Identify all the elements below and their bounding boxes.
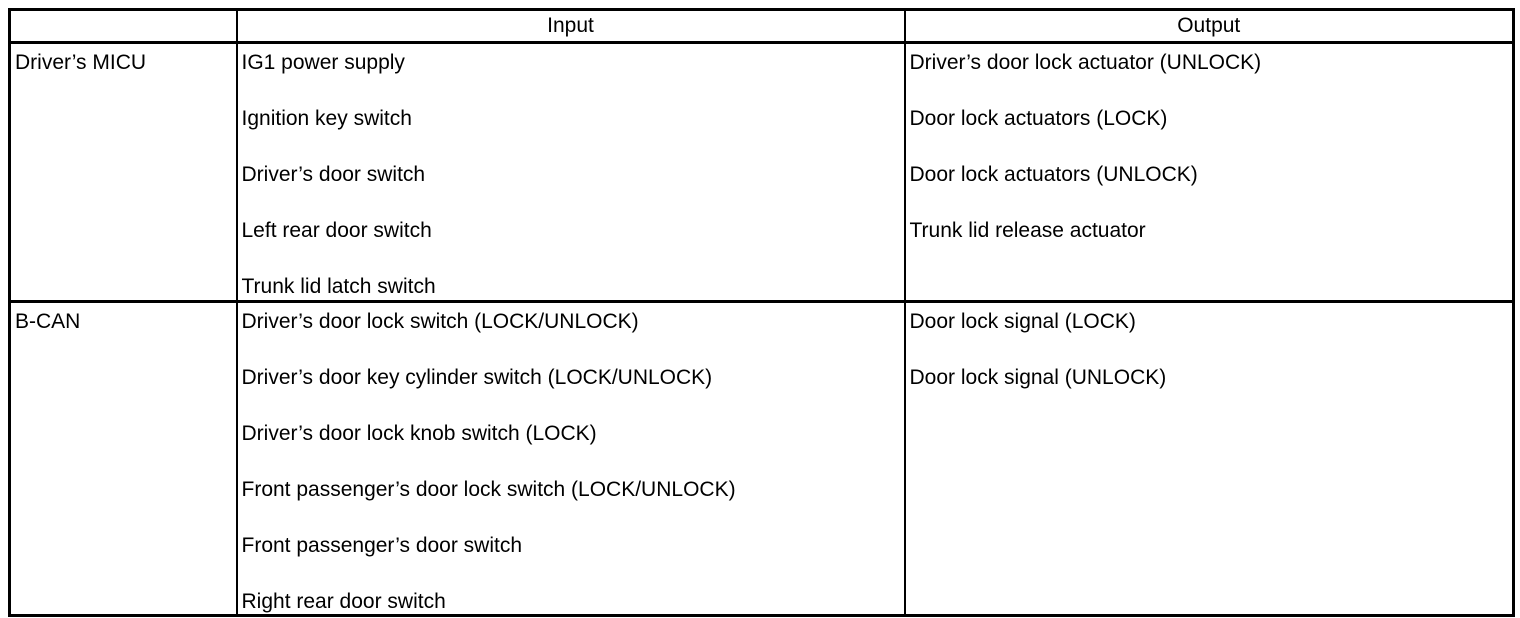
input-item: Driver’s door key cylinder switch (LOCK/… — [241, 366, 713, 389]
input-output-table: Input Output Driver’s MICU IG1 power sup… — [8, 8, 1515, 617]
source-cell: B-CAN — [8, 300, 238, 617]
input-item: Trunk lid latch switch — [241, 275, 436, 298]
corner-cell-empty — [8, 8, 238, 44]
output-item: Door lock actuators (LOCK) — [909, 107, 1168, 130]
input-item: Driver’s door lock knob switch (LOCK) — [241, 422, 597, 445]
output-item: Driver’s door lock actuator (UNLOCK) — [909, 51, 1262, 74]
input-cell: Driver’s door lock switch (LOCK/UNLOCK) … — [235, 300, 906, 617]
output-item: Door lock actuators (UNLOCK) — [909, 163, 1198, 186]
output-item: Trunk lid release actuator — [909, 219, 1146, 242]
source-label: B-CAN — [15, 310, 81, 333]
input-item: Ignition key switch — [241, 107, 412, 130]
table-row-b-can: B-CAN Driver’s door lock switch (LOCK/UN… — [8, 300, 1515, 617]
column-header-output: Output — [903, 8, 1515, 44]
table-row-drivers-micu: Driver’s MICU IG1 power supply Ignition … — [8, 41, 1515, 303]
output-cell: Door lock signal (LOCK) Door lock signal… — [903, 300, 1515, 617]
output-item: Door lock signal (UNLOCK) — [909, 366, 1167, 389]
input-cell: IG1 power supply Ignition key switch Dri… — [235, 41, 906, 303]
input-item: Driver’s door switch — [241, 163, 426, 186]
input-item: Right rear door switch — [241, 590, 446, 613]
source-cell: Driver’s MICU — [8, 41, 238, 303]
input-item: Left rear door switch — [241, 219, 432, 242]
input-item: Driver’s door lock switch (LOCK/UNLOCK) — [241, 310, 639, 333]
column-header-input: Input — [235, 8, 906, 44]
output-cell: Driver’s door lock actuator (UNLOCK) Doo… — [903, 41, 1515, 303]
input-item: IG1 power supply — [241, 51, 405, 74]
input-item: Front passenger’s door lock switch (LOCK… — [241, 478, 736, 501]
input-item: Front passenger’s door switch — [241, 534, 523, 557]
output-item: Door lock signal (LOCK) — [909, 310, 1136, 333]
io-table-container: Input Output Driver’s MICU IG1 power sup… — [8, 8, 1515, 617]
source-label: Driver’s MICU — [15, 51, 147, 74]
table-header-row: Input Output — [8, 8, 1515, 44]
